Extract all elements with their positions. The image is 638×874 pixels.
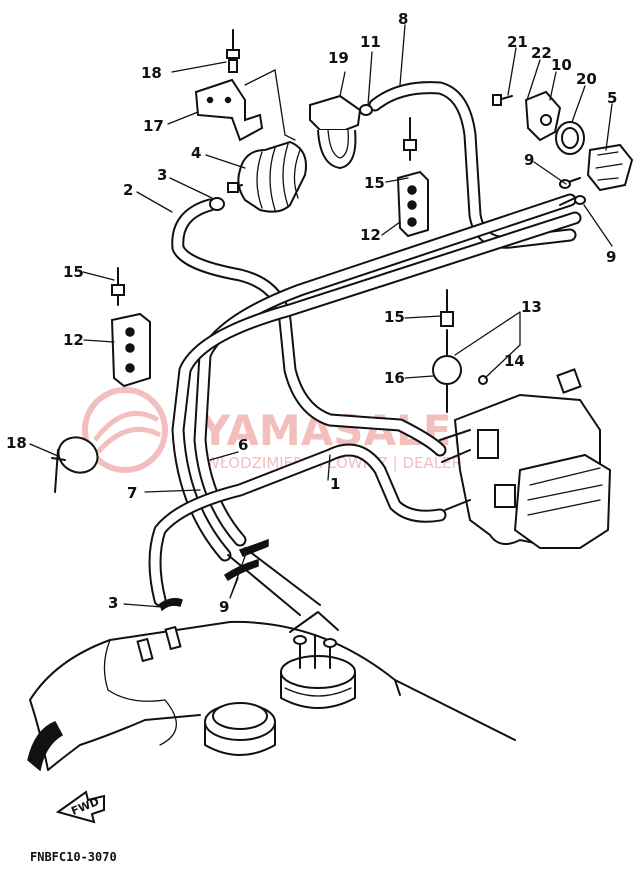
callout-9: 9 (606, 248, 616, 266)
callout-18: 18 (141, 64, 162, 82)
front-direction-arrow: FWD (55, 790, 105, 824)
drawing-code: FNBFC10-3070 (30, 850, 117, 864)
callout-3: 3 (157, 166, 167, 184)
callout-2: 2 (123, 181, 133, 199)
watermark-logo-swoosh (93, 410, 162, 454)
callout-4: 4 (191, 144, 201, 162)
watermark-logo-circle (82, 387, 168, 473)
hose-clips-lower (159, 538, 269, 612)
fuel-cock-assembly (492, 90, 634, 206)
callout-15: 15 (364, 174, 385, 192)
clamp-hose-left (51, 436, 99, 493)
clamp-assembly-left (110, 267, 151, 388)
callout-3: 3 (108, 594, 118, 612)
callout-21: 21 (507, 33, 528, 51)
callout-6: 6 (238, 436, 248, 454)
fuel-hoses (148, 81, 582, 616)
callout-12: 12 (63, 331, 84, 349)
callout-12: 12 (360, 226, 381, 244)
callout-13: 13 (521, 298, 542, 316)
leader-lines (29, 24, 613, 608)
callout-18: 18 (6, 434, 27, 452)
callout-22: 22 (531, 44, 552, 62)
callout-9: 9 (219, 598, 229, 616)
fuel-filter-assembly (194, 29, 373, 213)
callout-15: 15 (384, 308, 405, 326)
callout-1: 1 (330, 475, 340, 493)
fuel-tank (27, 611, 516, 772)
callout-numbers: 18 17 19 11 8 21 22 10 20 5 4 3 2 15 12 … (6, 10, 617, 616)
clamp-assembly-upper (396, 117, 429, 238)
callout-7: 7 (127, 484, 137, 502)
callout-14: 14 (504, 352, 525, 370)
callout-11: 11 (360, 33, 381, 51)
callout-16: 16 (384, 369, 405, 387)
callout-9: 9 (524, 151, 534, 169)
callout-17: 17 (143, 117, 164, 135)
carburetor-assembly (432, 289, 612, 549)
callout-19: 19 (328, 49, 349, 67)
callout-20: 20 (576, 70, 597, 88)
callout-15: 15 (63, 263, 84, 281)
callout-5: 5 (607, 89, 617, 107)
callout-8: 8 (398, 10, 408, 28)
callout-10: 10 (551, 56, 572, 74)
